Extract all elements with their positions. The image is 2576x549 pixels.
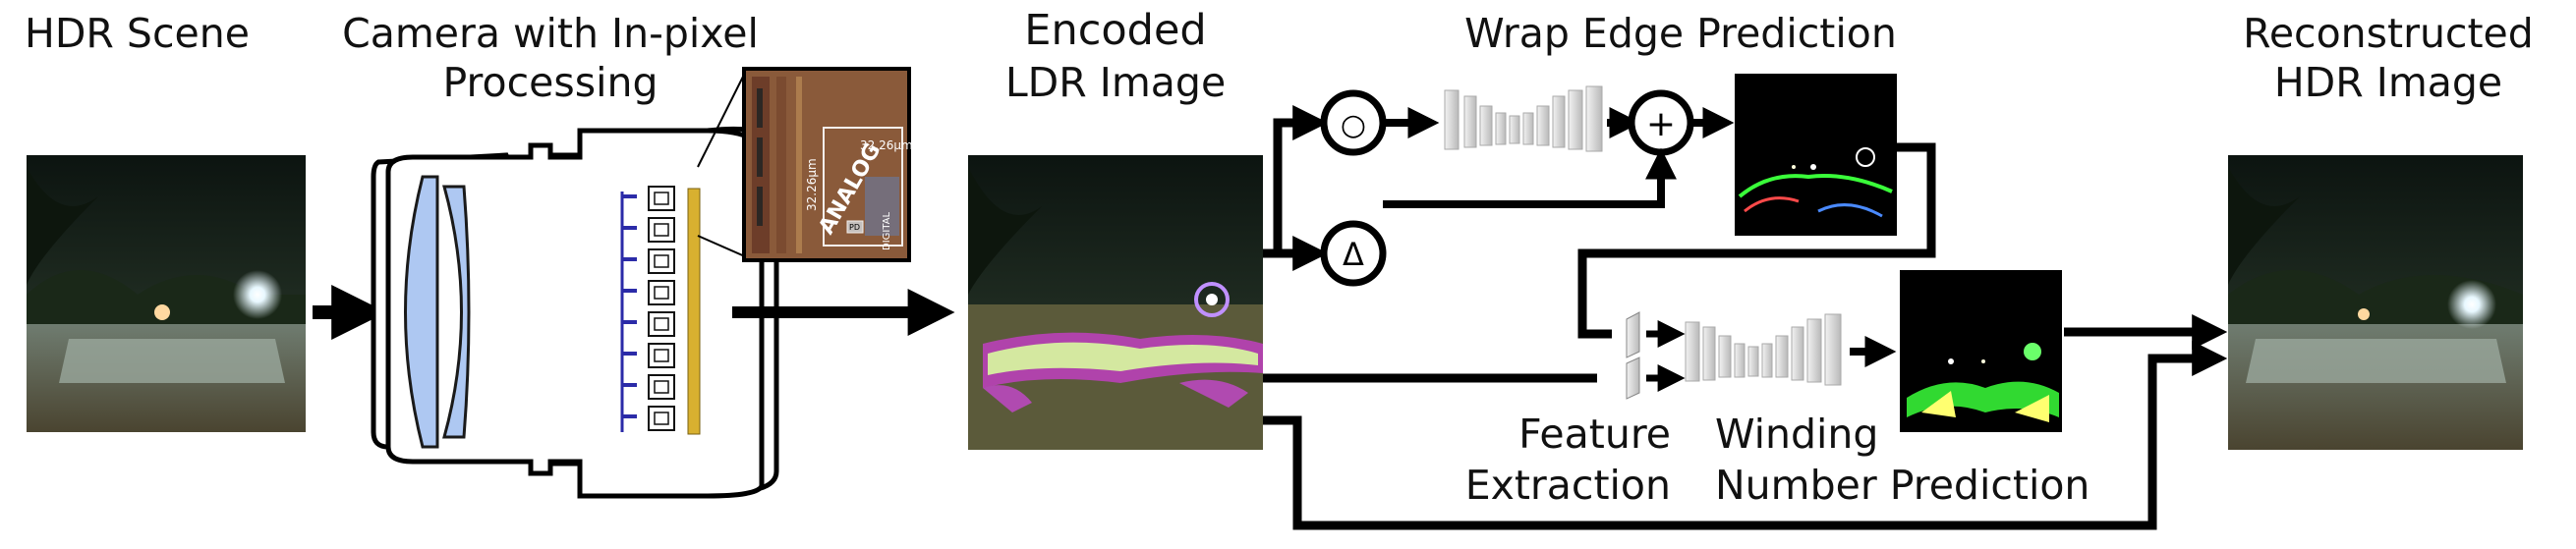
winding-number-network [1685, 313, 1842, 386]
encoded-label-line2: LDR Image [1004, 59, 1227, 106]
inset-dim-top: 32.26μm [860, 138, 913, 152]
svg-text:Δ: Δ [1343, 236, 1364, 273]
feature-label-line2: Extraction [1464, 462, 1671, 509]
wrap-edge-branch [1263, 105, 1329, 271]
reconstructed-label-line1: Reconstructed [2243, 10, 2534, 57]
add-op: + [1628, 89, 1694, 156]
pixel-chip-core [654, 380, 669, 394]
pixel-chip-icon [648, 311, 675, 337]
wrap-edge-label: Wrap Edge Prediction [1464, 10, 1897, 57]
inset-digital-text: DIGITAL [882, 211, 892, 250]
delta-op: Δ [1320, 220, 1387, 287]
pixel-chip-core [654, 349, 669, 362]
lens-left [404, 175, 439, 449]
inset-dim-left: 32.26μm [805, 158, 819, 211]
connector-wrap-to-feature [1577, 142, 1936, 339]
wrap-edge-output-image [1735, 74, 1897, 236]
feature-extraction-block [1626, 311, 1640, 400]
camera-label-line1: Camera with In-pixel [342, 10, 759, 57]
reconstructed-hdr-image [2228, 155, 2523, 450]
hadamard-op: ○ [1320, 89, 1387, 156]
inset-pd-text: PD [849, 223, 860, 232]
pixel-chip-core [654, 254, 669, 268]
pixel-array [620, 186, 701, 435]
arrow-ldr-bypass-to-reconstructed [1263, 341, 2228, 530]
winding-label-line2: Number Prediction [1715, 462, 2090, 509]
winding-number-output-image [1900, 270, 2062, 432]
encoded-ldr-image [968, 155, 1263, 450]
pixel-chip-icon [648, 406, 675, 431]
pixel-chip-icon [648, 343, 675, 368]
pixel-chip-icon [648, 280, 675, 305]
pixel-chip-icon [648, 374, 675, 400]
reconstructed-label-line2: HDR Image [2273, 59, 2503, 106]
pixel-chip-core [654, 192, 669, 205]
pixel-chip-icon [648, 186, 675, 211]
hdr-scene-image [27, 155, 306, 432]
pixel-chip-core [654, 412, 669, 425]
camera-label-line2: Processing [442, 59, 658, 106]
pixel-chip-core [654, 317, 669, 331]
encoded-label-line1: Encoded [1024, 6, 1207, 55]
lens-right [442, 185, 471, 439]
wrap-edge-network [1444, 85, 1603, 152]
pixel-chip-core [654, 286, 669, 300]
chip-micrograph-inset: 32.26μm 32.26μm ANALOG DIGITAL PD [697, 67, 913, 262]
skip-arrow-to-add [1383, 147, 1677, 208]
feature-label-line1: Feature [1518, 411, 1671, 458]
pixel-chip-core [654, 223, 669, 237]
hdr-scene-label: HDR Scene [25, 10, 250, 57]
svg-text:○: ○ [1341, 108, 1366, 142]
svg-text:+: + [1646, 104, 1676, 144]
pixel-chip-icon [648, 217, 675, 243]
pixel-chip-icon [648, 248, 675, 274]
winding-label-line1: Winding [1715, 411, 1879, 458]
